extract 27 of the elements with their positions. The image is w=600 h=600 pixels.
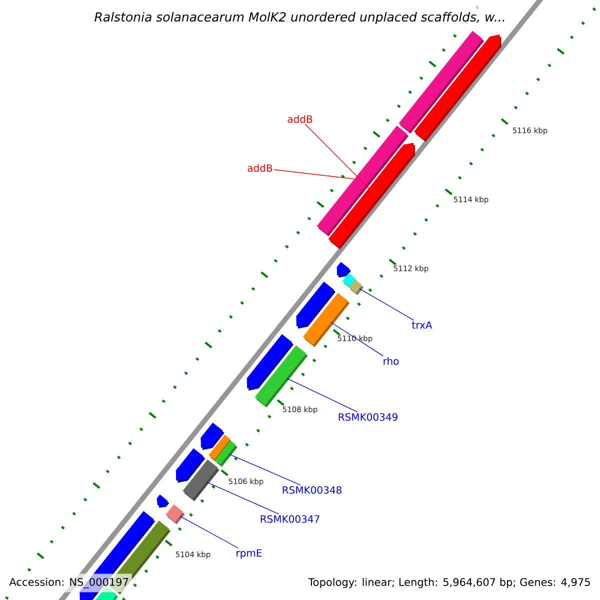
footer-text: Topology: linear; Length: 5,964,607 bp; Genes: 4,975 (305, 574, 594, 592)
leader-line (286, 378, 358, 412)
leader-line (330, 322, 384, 356)
leader-line (304, 124, 370, 188)
gene-label: RSMK00348 (282, 486, 342, 494)
gene-label: rho (384, 357, 399, 365)
gene-label: RSMK00349 (338, 413, 398, 421)
gene-label: rpmE (236, 549, 262, 559)
gene-block (214, 440, 238, 467)
gene-label: trxA (412, 321, 432, 329)
gene-block (336, 262, 351, 278)
leader-line (274, 169, 354, 180)
gene-block (156, 494, 170, 508)
leader-line (180, 516, 239, 548)
title: Ralstonia solanacearum MolK2 unordered unplaced scaffolds, w... (88, 6, 512, 30)
footer-text: Accession: NS_000197 (6, 574, 132, 592)
gene-label: RSMK00347 (260, 515, 320, 523)
gene-label: addB (248, 164, 272, 172)
gene-block (328, 142, 416, 250)
gene-block (166, 504, 185, 524)
leader-line (228, 454, 301, 486)
gene-block (414, 34, 502, 142)
gene-label: addB (288, 115, 312, 123)
gene-block (182, 460, 220, 502)
gene-block (348, 280, 364, 296)
gene-block (254, 345, 308, 408)
leader-line (206, 482, 280, 514)
